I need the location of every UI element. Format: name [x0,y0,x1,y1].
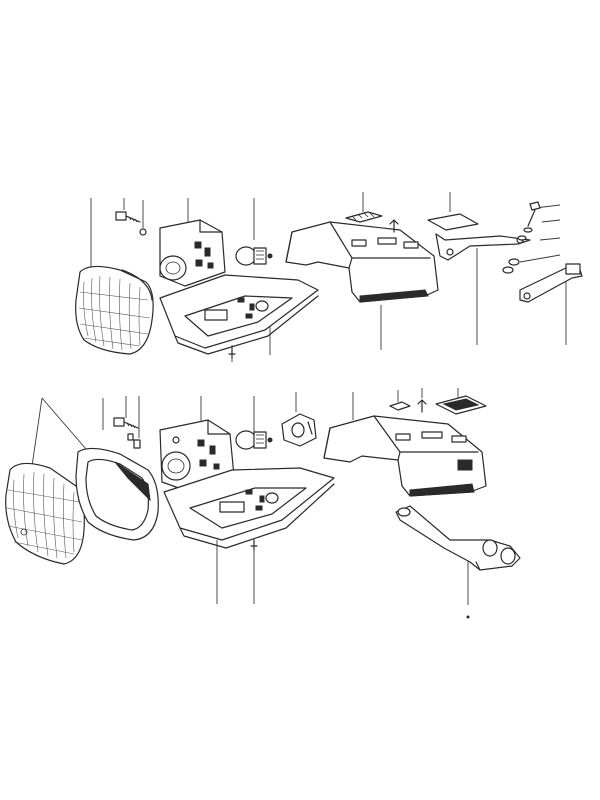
reflector-housing-lower [159,419,235,493]
bracket-plate-upper [427,213,531,261]
top-cover-lower [323,415,487,497]
reflector-housing-upper [159,219,226,291]
switch-block-lower [389,399,427,413]
bulb-upper [235,246,273,266]
lens-rim-lower [75,447,159,541]
headlamp-lens-lower [5,462,85,565]
bracket-plate-lower [435,395,487,415]
stay-bar-upper [519,263,583,303]
switch-block-upper [345,211,399,233]
bulb-holder-lower [281,413,317,447]
mounting-arm-lower [395,505,521,571]
mounting-screw-lower [113,417,141,449]
bulb-lower [235,430,273,450]
bolt-set-upper [502,201,541,274]
lamp-base-tray-upper [159,274,319,359]
top-cover-upper [285,221,439,303]
headlamp-lens-upper [75,265,154,355]
leader-lines-upper [90,192,567,362]
lamp-base-tray-lower [163,467,335,551]
upper-assembly [75,192,583,362]
mounting-screw-upper [115,211,147,236]
lower-assembly [5,388,521,619]
